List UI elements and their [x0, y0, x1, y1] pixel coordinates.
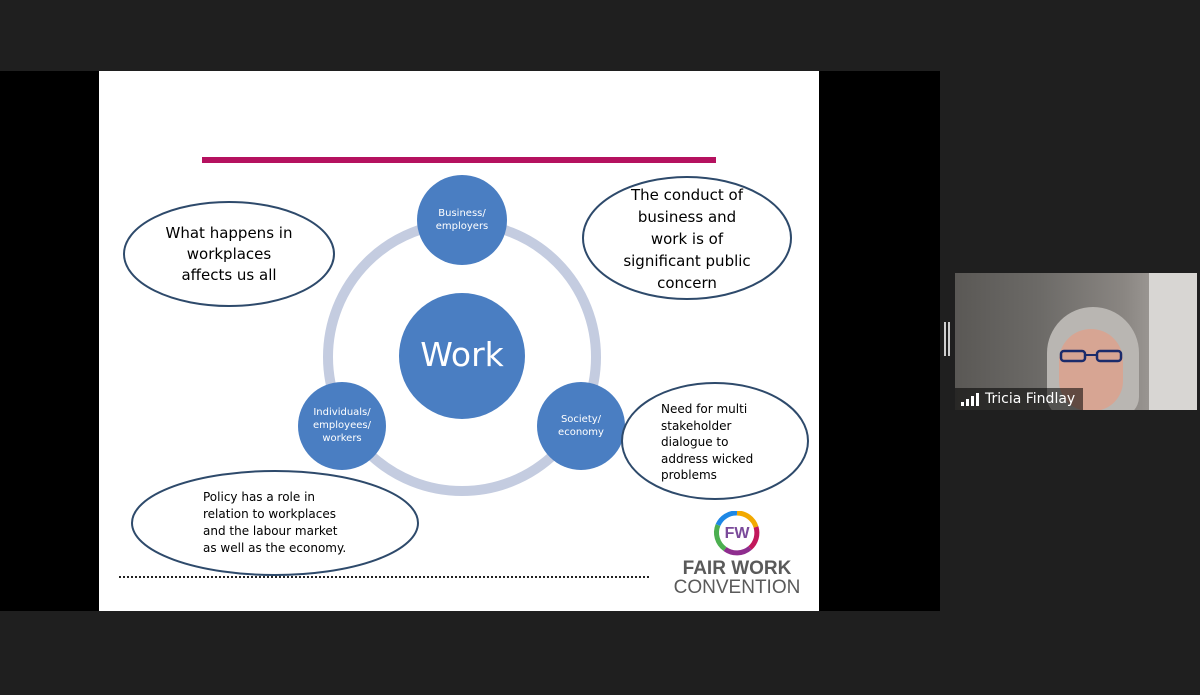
stakeholder-bubble	[621, 382, 809, 500]
glasses-shape	[1059, 349, 1123, 363]
logo-line-2: CONVENTION	[673, 577, 801, 598]
business-node	[417, 175, 507, 265]
participant-name: Tricia Findlay	[985, 391, 1076, 407]
fw-ring-icon: FW	[714, 511, 760, 556]
presentation-slide: Work Business/ employers Individuals/ em…	[99, 71, 819, 611]
signal-strength-icon	[961, 392, 979, 406]
work-circle	[399, 293, 525, 419]
society-node	[537, 382, 625, 470]
participant-video-tile[interactable]: Tricia Findlay	[955, 273, 1197, 410]
conduct-bubble	[582, 176, 792, 300]
shared-screen: Work Business/ employers Individuals/ em…	[0, 71, 940, 611]
stakeholder-text: Need for multi stakeholder dialogue to a…	[661, 402, 754, 482]
policy-text: Policy has a role in relation to workpla…	[203, 490, 347, 555]
workplaces-bubble	[123, 201, 335, 307]
society-label: Society/ economy	[558, 414, 604, 438]
logo-line-1: FAIR WORK	[682, 558, 792, 579]
panel-resize-handle[interactable]	[944, 322, 950, 356]
video-background	[1149, 273, 1197, 410]
business-label: Business/ employers	[435, 208, 489, 232]
policy-bubble	[131, 470, 419, 576]
individuals-node	[298, 382, 386, 470]
fair-work-logo: FW FAIR WORK CONVENTION	[667, 511, 807, 601]
accent-bar	[202, 157, 716, 163]
conduct-text: The conduct of business and work is of s…	[623, 186, 751, 292]
participant-name-tag: Tricia Findlay	[955, 388, 1084, 410]
center-label: Work	[420, 335, 504, 374]
workplaces-text: What happens in workplaces affects us al…	[165, 224, 293, 284]
individuals-label: Individuals/ employees/ workers	[313, 407, 371, 444]
fw-monogram: FW	[725, 525, 751, 542]
slide-graphics	[119, 157, 809, 578]
